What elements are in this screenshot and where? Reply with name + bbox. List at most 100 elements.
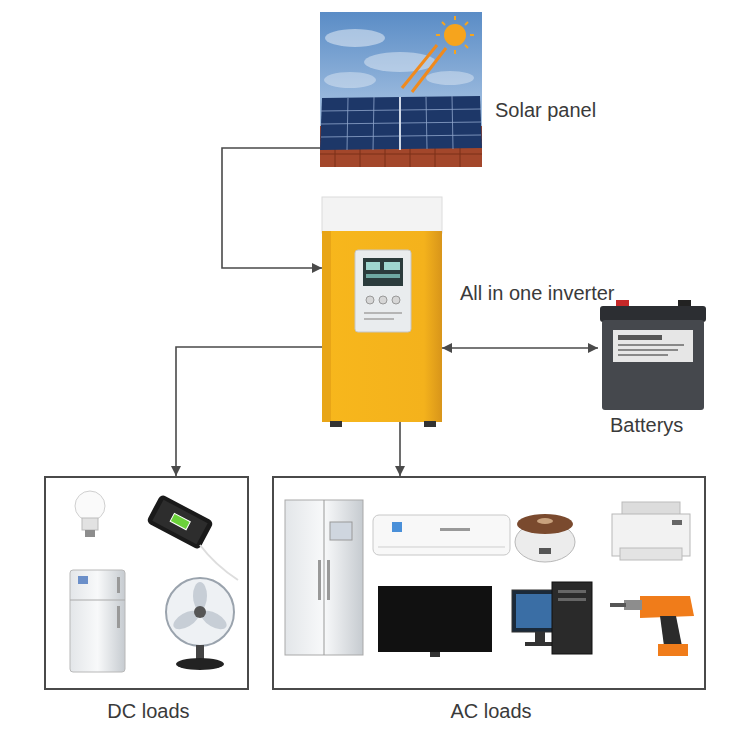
flow-connector (442, 347, 598, 349)
solar-panel-photo (402, 45, 437, 88)
dc-load-icons (117, 577, 120, 593)
solar-panel-photo (321, 96, 481, 150)
inverter-cabinet (392, 296, 400, 304)
flow-connector (399, 422, 401, 476)
solar-panel-photo (320, 96, 482, 150)
solar-panel-photo (452, 96, 453, 149)
flow-connector (176, 347, 322, 476)
dc-load-icons (146, 494, 214, 550)
ac-load-icons (525, 642, 555, 646)
ac-load-icons (378, 547, 505, 548)
dc-load-icons (70, 491, 238, 672)
inverter-cabinet (363, 258, 403, 286)
dc-load-icons (193, 582, 207, 610)
solar-panel-photo (324, 72, 376, 88)
node-label: All in one inverter (460, 281, 660, 305)
ac-load-icons (558, 598, 586, 601)
node-label: Batterys (610, 413, 720, 437)
ac-load-icons (552, 582, 592, 654)
solar-panel-photo (444, 24, 466, 46)
inverter-cabinet (366, 262, 380, 270)
ac-load-icons (537, 518, 553, 524)
dc-load-icons (200, 545, 238, 580)
ac-load-icons (285, 500, 363, 655)
battery-node: Batterys (598, 300, 706, 412)
dc-load-icons (117, 606, 120, 628)
dc-load-icons (70, 570, 125, 672)
ac-load-icons (373, 515, 510, 555)
flow-connector (222, 148, 322, 268)
ac-load-icons (640, 596, 694, 618)
battery-photo (618, 354, 668, 356)
node-label: AC loads (274, 699, 708, 723)
inverter-node: All in one inverter (322, 197, 442, 422)
ac-load-icons (327, 560, 330, 600)
solar-panel-photo (399, 97, 401, 150)
solar-panel-photo (364, 52, 436, 72)
ac-load-icons (440, 528, 470, 531)
solar-panel-photo (320, 154, 482, 155)
dc-load-icons (170, 513, 190, 529)
node-label: DC loads (46, 699, 251, 723)
solar-panel-photo (436, 34, 440, 36)
ac-load-icons (658, 644, 688, 656)
solar-panel-photo (436, 16, 474, 54)
inverter-cabinet (322, 231, 442, 422)
ac-load-icons (285, 500, 694, 657)
ac-load-icons (660, 616, 682, 646)
solar-panel-photo (454, 50, 456, 54)
inverter-cabinet (322, 197, 442, 427)
ac-load-icons (539, 548, 551, 554)
battery-photo (600, 300, 706, 410)
solar-panel-photo (470, 34, 474, 36)
ac-load-icons (620, 548, 682, 560)
dc-load-icons (70, 600, 125, 601)
inverter-cabinet (322, 231, 331, 422)
battery-photo (618, 335, 662, 340)
solar-panel-photo (320, 12, 482, 167)
node-label: Solar panel (495, 98, 645, 122)
inverter-cabinet (322, 197, 442, 233)
inverter-cabinet (355, 250, 411, 332)
ac-load-icons (378, 586, 492, 652)
solar-panel-photo (465, 22, 468, 25)
ac-load-icons (318, 560, 321, 600)
solar-panel-photo (347, 98, 348, 150)
dc-load-icons (146, 494, 214, 550)
inverter-cabinet (379, 296, 387, 304)
solar-panel-photo (454, 16, 456, 20)
dc-load-icons (78, 576, 88, 584)
inverter-cabinet (384, 262, 400, 270)
inverter-cabinet (364, 318, 394, 320)
ac-load-icons (624, 600, 642, 610)
dc-load-icons (75, 491, 105, 521)
battery-photo (602, 320, 704, 410)
dc-load-icons (85, 530, 95, 537)
ac-load-icons (672, 520, 682, 525)
inverter-cabinet (330, 421, 342, 427)
solar-panel-photo (442, 22, 445, 25)
inverter-cabinet (366, 296, 374, 304)
solar-panel-photo (465, 45, 468, 48)
battery-photo (618, 349, 678, 351)
ac-load-icons (392, 522, 402, 532)
ac-load-icons (330, 522, 352, 540)
dc-load-icons (194, 606, 206, 618)
dc-load-icons (166, 578, 234, 646)
ac-load-icons (517, 514, 573, 534)
battery-photo (618, 344, 684, 346)
inverter-cabinet (366, 274, 400, 278)
solar-panel-photo (373, 97, 374, 150)
dc-loads-box: DC loads (44, 476, 249, 690)
ac-load-icons (324, 500, 325, 655)
solar-panel-photo (426, 97, 427, 149)
ac-loads-box: AC loads (272, 476, 706, 690)
ac-load-icons (535, 632, 545, 642)
battery-photo (600, 306, 706, 322)
ac-load-icons (610, 603, 626, 607)
ac-load-icons (430, 652, 440, 657)
solar-panel-photo (320, 12, 482, 167)
